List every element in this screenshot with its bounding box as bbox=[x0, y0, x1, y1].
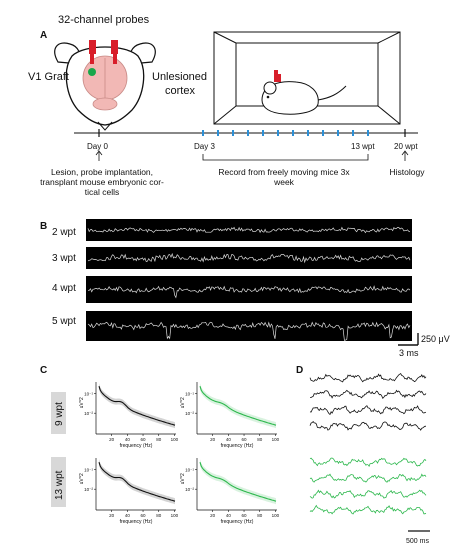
c-ytick: 10⁻¹ bbox=[185, 467, 194, 472]
c-ytick: 10⁻² bbox=[84, 487, 93, 492]
b-trace-1 bbox=[87, 252, 411, 264]
c-xtick: 100 bbox=[272, 437, 280, 442]
c-ytick: 10⁻¹ bbox=[84, 391, 93, 396]
c-xtick: 60 bbox=[141, 513, 147, 518]
c-spectrum-line bbox=[98, 386, 176, 426]
c-xtick: 80 bbox=[257, 437, 263, 442]
record-text-line1: Record from freely moving mice 3x bbox=[218, 167, 350, 177]
c-xtick: 60 bbox=[141, 437, 147, 442]
unlesioned-label-line1: Unlesioned bbox=[152, 71, 207, 83]
c-xtick: 80 bbox=[156, 513, 162, 518]
c-plot-13wpt-green: 10⁻¹ 10⁻² 20 40 60 80 100 frequency (Hz) uV^2 bbox=[180, 458, 280, 525]
d-green-trace-3 bbox=[309, 504, 427, 515]
c-plot-9wpt-green: 10⁻¹ 10⁻² 20 40 60 80 100 frequency (Hz) uV^2 bbox=[180, 382, 280, 449]
c-row-label-box-1 bbox=[51, 457, 66, 507]
timeline-13wpt: 13 wpt bbox=[351, 142, 375, 151]
lesion-text-line2: transplant mouse embryonic cor- bbox=[40, 177, 164, 187]
panel-c-letter: C bbox=[40, 365, 47, 376]
c-xtick: 100 bbox=[272, 513, 280, 518]
c-xlabel: frequency (Hz) bbox=[221, 443, 254, 449]
c-row-label-1: 13 wpt bbox=[54, 470, 65, 500]
timeline-20wpt: 20 wpt bbox=[394, 142, 418, 151]
c-xtick: 80 bbox=[257, 513, 263, 518]
c-ylabel: uV^2 bbox=[79, 397, 85, 408]
probe-left bbox=[89, 40, 96, 54]
c-xtick: 100 bbox=[171, 513, 179, 518]
d-green-trace-1 bbox=[309, 473, 427, 483]
d-time-scale-label: 500 ms bbox=[406, 538, 429, 545]
b-trace-0 bbox=[87, 226, 411, 234]
b-row-label-2: 4 wpt bbox=[52, 283, 76, 294]
b-row-label-3: 5 wpt bbox=[52, 316, 76, 327]
c-ytick: 10⁻² bbox=[185, 411, 194, 416]
experiment-timeline bbox=[74, 129, 418, 161]
d-black-trace-1 bbox=[309, 389, 427, 399]
d-green-trace-2 bbox=[309, 489, 427, 499]
c-xtick: 60 bbox=[242, 513, 248, 518]
d-black-trace-0 bbox=[309, 373, 427, 383]
c-ylabel: uV^2 bbox=[180, 473, 186, 484]
c-xtick: 40 bbox=[226, 513, 232, 518]
c-ylabel: uV^2 bbox=[79, 473, 85, 484]
lesion-text-line1: Lesion, probe implantation, bbox=[51, 167, 153, 177]
c-xtick: 20 bbox=[109, 437, 115, 442]
record-text-line2: week bbox=[273, 177, 295, 187]
time-scale-label: 3 ms bbox=[399, 348, 419, 358]
c-ytick: 10⁻¹ bbox=[185, 391, 194, 396]
c-xlabel: frequency (Hz) bbox=[120, 519, 153, 525]
recording-ticks bbox=[202, 130, 369, 136]
timeline-day3: Day 3 bbox=[194, 142, 215, 151]
c-xtick: 20 bbox=[210, 437, 216, 442]
d-black-trace-3 bbox=[309, 421, 427, 431]
b-trace-box-0 bbox=[86, 219, 412, 241]
unlesioned-label-line2: cortex bbox=[165, 85, 195, 97]
panel-d-letter: D bbox=[296, 365, 303, 376]
c-spectrum-line bbox=[199, 386, 277, 426]
c-ylabel: uV^2 bbox=[180, 397, 186, 408]
c-row-label-0: 9 wpt bbox=[54, 402, 65, 426]
freely-moving-mouse bbox=[261, 70, 347, 115]
histology-label: Histology bbox=[390, 167, 426, 177]
b-trace-2 bbox=[87, 285, 411, 299]
b-trace-box-3 bbox=[86, 311, 412, 341]
voltage-scale-label: 250 μV bbox=[421, 334, 450, 344]
graft-dot bbox=[88, 68, 96, 76]
mouse-head-diagram bbox=[54, 40, 156, 131]
c-xlabel: frequency (Hz) bbox=[120, 443, 153, 449]
c-xtick: 100 bbox=[171, 437, 179, 442]
c-ytick: 10⁻² bbox=[84, 411, 93, 416]
panel-d-traces bbox=[309, 373, 427, 515]
c-xtick: 80 bbox=[156, 437, 162, 442]
c-spectrum-line bbox=[98, 462, 176, 502]
d-green-trace-0 bbox=[309, 457, 427, 467]
c-xtick: 20 bbox=[210, 513, 216, 518]
b-row-label-1: 3 wpt bbox=[52, 253, 76, 264]
c-xtick: 40 bbox=[226, 437, 232, 442]
c-xtick: 40 bbox=[125, 513, 131, 518]
c-xtick: 60 bbox=[242, 437, 248, 442]
c-spectrum-line bbox=[199, 462, 277, 502]
probes-label: 32-channel probes bbox=[58, 14, 150, 26]
c-ytick: 10⁻² bbox=[185, 487, 194, 492]
c-xtick: 40 bbox=[125, 437, 131, 442]
c-ytick: 10⁻¹ bbox=[84, 467, 93, 472]
probe-right bbox=[111, 40, 118, 54]
b-trace-3 bbox=[87, 321, 411, 341]
b-row-label-0: 2 wpt bbox=[52, 227, 76, 238]
c-row-label-box-0 bbox=[51, 392, 66, 434]
graft-label: V1 Graft bbox=[28, 71, 69, 83]
panel-b-letter: B bbox=[40, 221, 47, 232]
d-black-trace-2 bbox=[309, 405, 427, 416]
panel-a-letter: A bbox=[40, 30, 47, 41]
c-plot-9wpt-black: 10⁻¹ 10⁻² 20 40 60 80 100 frequency (Hz) uV^2 bbox=[79, 382, 179, 449]
c-xlabel: frequency (Hz) bbox=[221, 519, 254, 525]
lesion-text-line3: tical cells bbox=[85, 187, 119, 197]
panel-b-traces bbox=[86, 219, 412, 341]
timeline-day0: Day 0 bbox=[87, 142, 108, 151]
c-plot-13wpt-black: 10⁻¹ 10⁻² 20 40 60 80 100 frequency (Hz) uV^2 bbox=[79, 458, 179, 525]
c-xtick: 20 bbox=[109, 513, 115, 518]
